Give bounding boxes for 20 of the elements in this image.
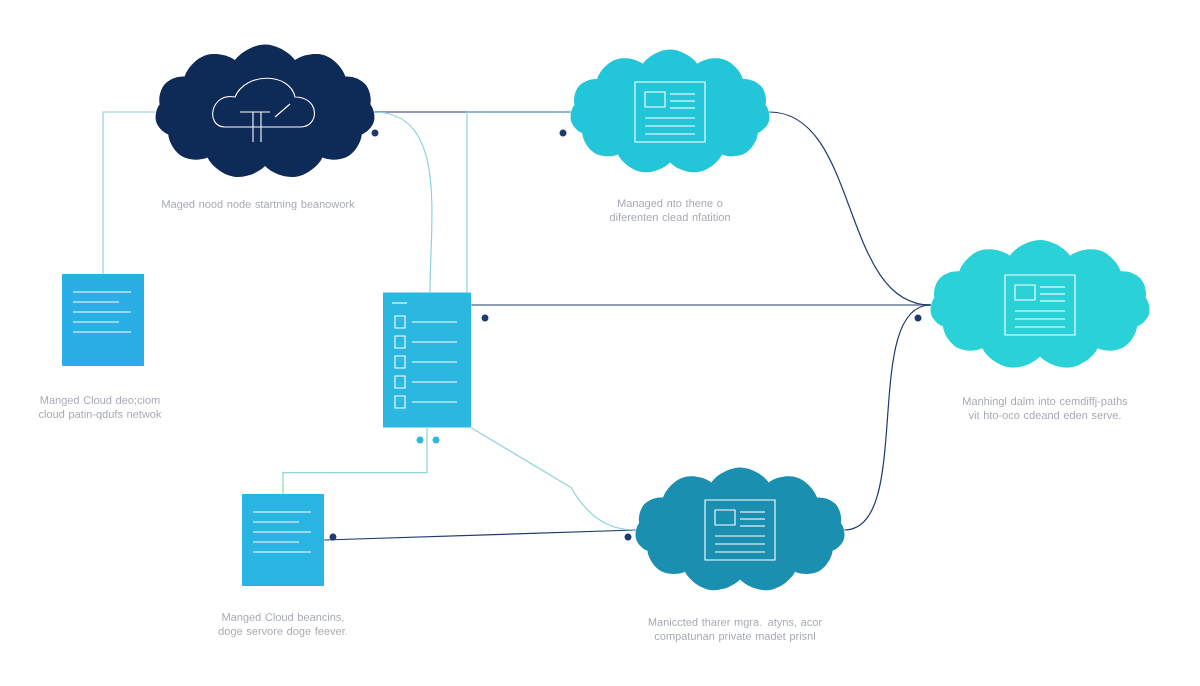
cloud-shape [930,240,1150,368]
caption-text: Manhingl dalm into cemdiffj-paths vit hto-oco cdeand eden serve. [963,396,1128,420]
caption-text: Managed nto thene o diferenten clead nfatition [609,198,730,222]
connector-line [470,427,637,531]
caption-text: Maged nood node startning beanowork [162,199,355,211]
panel-box [383,292,471,428]
connector-line [102,111,157,275]
connector-line [466,111,572,293]
connector-line [470,304,932,306]
connector-line [373,111,433,293]
panel-box [62,274,144,366]
connector-line [282,427,428,495]
caption-text: Manged Cloud beancins, doge servore doge feever. [218,612,347,638]
cloud-shape [570,49,770,173]
panel-box [242,494,324,586]
cloud-shape [635,467,845,591]
connector-line [843,304,932,531]
caption-text: Maniccted tharer mgra. atyns, acor compatunan private madet prisnl [648,617,822,643]
cloud-shape [155,44,375,177]
caption-text: Manged Cloud deo;ciom cloud patin-qdufs netwok [39,395,162,421]
